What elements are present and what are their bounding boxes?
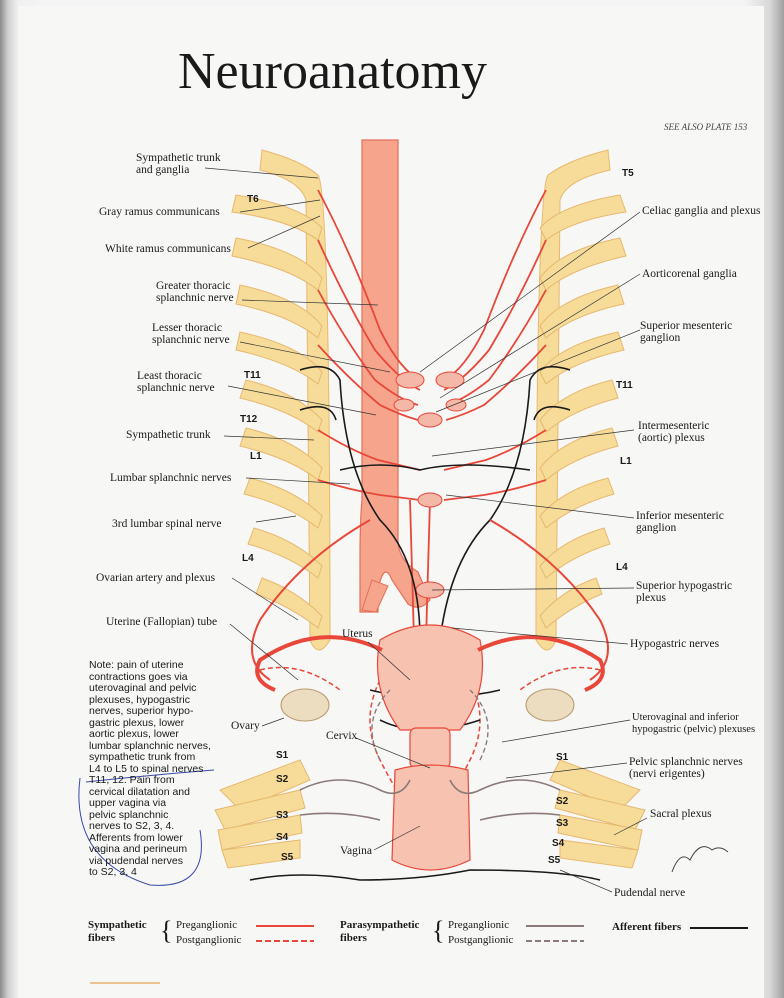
left-ovary xyxy=(281,689,329,721)
label-sympathetic-trunk-ganglia: Sympathetic trunk and ganglia xyxy=(136,152,221,176)
label-ovarian-artery: Ovarian artery and plexus xyxy=(96,572,215,584)
label-aorticorenal-ganglia: Aorticorenal ganglia xyxy=(642,268,737,280)
label-lumbar-splanchnic: Lumbar splanchnic nerves xyxy=(110,472,231,484)
segment-label: S2 xyxy=(556,796,568,807)
legend-parasympathetic-fibers: Parasympathetic fibers xyxy=(340,919,419,945)
label-white-ramus: White ramus communicans xyxy=(105,243,231,255)
segment-label: S5 xyxy=(281,852,293,863)
label-sympathetic-trunk: Sympathetic trunk xyxy=(126,429,211,441)
label-vagina: Vagina xyxy=(340,845,372,857)
label-inferior-mesenteric-ganglion: Inferior mesenteric ganglion xyxy=(636,510,724,534)
label-uterine-tube: Uterine (Fallopian) tube xyxy=(106,616,217,628)
page-title: Neuroanatomy xyxy=(178,42,487,101)
segment-label: T11 xyxy=(616,380,633,391)
label-pudendal-nerve: Pudendal nerve xyxy=(614,887,685,899)
label-3rd-lumbar-spinal: 3rd lumbar spinal nerve xyxy=(112,518,222,530)
label-uterus: Uterus xyxy=(342,628,373,640)
right-ovary xyxy=(526,689,574,721)
label-lesser-thoracic-splanchnic: Lesser thoracic splanchnic nerve xyxy=(152,322,230,346)
legend-afferent-fibers: Afferent fibers xyxy=(612,921,681,934)
legend-para-postganglionic: Postganglionic xyxy=(448,934,513,947)
segment-label: S4 xyxy=(276,832,288,843)
label-celiac-ganglia: Celiac ganglia and plexus xyxy=(642,205,760,217)
legend-brace-parasympathetic: { xyxy=(432,916,444,946)
segment-label: T6 xyxy=(247,194,259,205)
label-pelvic-splanchnic-nerves: Pelvic splanchnic nerves (nervi erigente… xyxy=(629,756,743,780)
label-uterovaginal-plexus: Uterovaginal and inferior hypogastric (p… xyxy=(632,712,755,736)
label-cervix: Cervix xyxy=(326,730,357,742)
label-sacral-plexus: Sacral plexus xyxy=(650,808,712,820)
segment-label: S2 xyxy=(276,774,288,785)
legend-sym-postganglionic: Postganglionic xyxy=(176,934,241,947)
segment-label: L4 xyxy=(616,562,628,573)
legend-para-preganglionic: Preganglionic xyxy=(448,919,509,932)
label-superior-mesenteric-ganglion: Superior mesenteric ganglion xyxy=(640,320,732,344)
segment-label: T11 xyxy=(244,370,261,381)
segment-label: S3 xyxy=(556,818,568,829)
segment-label: L1 xyxy=(620,456,632,467)
segment-label: S3 xyxy=(276,810,288,821)
label-least-thoracic-splanchnic: Least thoracic splanchnic nerve xyxy=(137,370,215,394)
segment-label: L4 xyxy=(242,553,254,564)
segment-label: L1 xyxy=(250,451,262,462)
segment-label: T12 xyxy=(240,414,257,425)
label-superior-hypogastric-plexus: Superior hypogastric plexus xyxy=(636,580,732,604)
segment-label: T5 xyxy=(622,168,634,179)
label-greater-thoracic-splanchnic: Greater thoracic splanchnic nerve xyxy=(156,280,234,304)
legend-sympathetic-fibers: Sympathetic fibers xyxy=(88,919,147,945)
legend-brace-sympathetic: { xyxy=(160,916,172,946)
see-also-reference: SEE ALSO PLATE 153 xyxy=(664,122,747,132)
segment-label: S1 xyxy=(276,750,288,761)
segment-label: S1 xyxy=(556,752,568,763)
segment-label: S4 xyxy=(552,838,564,849)
label-hypogastric-nerves: Hypogastric nerves xyxy=(630,638,719,650)
label-intermesenteric-plexus: Intermesenteric (aortic) plexus xyxy=(638,420,710,444)
label-gray-ramus: Gray ramus communicans xyxy=(99,206,220,218)
legend-sym-preganglionic: Preganglionic xyxy=(176,919,237,932)
segment-label: S5 xyxy=(548,855,560,866)
clinical-note: Note: pain of uterine contractions goes … xyxy=(89,660,239,879)
